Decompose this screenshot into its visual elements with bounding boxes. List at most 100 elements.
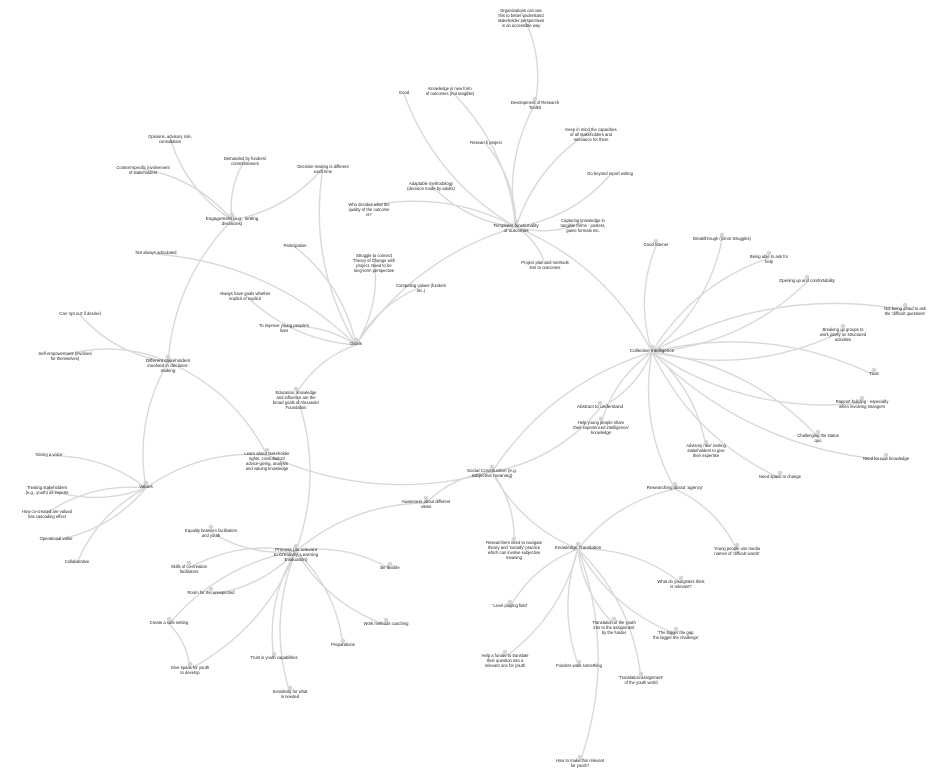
- node-line: by the funder: [602, 630, 627, 635]
- node-line: Funders want something: [556, 663, 603, 668]
- node-line: Opening up and comfortability: [779, 278, 836, 283]
- edge-organizations-development: [520, 11, 539, 105]
- node-line: tangible forms - posters,: [561, 223, 606, 228]
- node-line: relevant one for youth: [485, 663, 526, 668]
- node-collaborative: Collaborative: [65, 559, 90, 564]
- edge-end-dot-self-empowerment-different-stakeholders: [165, 354, 171, 360]
- node-line: Being able to ask for: [750, 254, 789, 259]
- edge-knowledge-translation-what-do: [577, 548, 682, 584]
- edge-collaborative-values: [76, 487, 147, 564]
- node-line: Different stakeholders: [146, 358, 191, 363]
- node-line: lives: [280, 328, 288, 333]
- edge-collective-intelligence-need-new: [651, 351, 887, 461]
- edge-decision-making-engagement: [231, 167, 324, 221]
- node-goals: Goals: [350, 341, 363, 346]
- node-line: Struggle to connect: [356, 253, 393, 258]
- edge-participation-goals: [294, 246, 357, 346]
- edge-end-dot-process-be-flexible: [387, 561, 393, 567]
- node-line: is relevant?: [670, 584, 692, 589]
- edge-template-collective-intelligence: [515, 226, 653, 353]
- node-line: advice-giving, analysis: [246, 461, 288, 466]
- edge-how-different-values: [46, 486, 147, 514]
- node-line: Good: [399, 90, 410, 95]
- edge-competing-goals: [355, 286, 422, 346]
- node-line: Self-empowerment (involved: [38, 351, 92, 356]
- node-line: Help a funder to translate: [481, 653, 529, 658]
- node-line: relevance for them: [574, 137, 609, 142]
- edge-end-dot-collective-intelligence-need-space: [777, 470, 783, 476]
- node-line: Competing values (funders: [396, 283, 446, 288]
- node-line: subjective meaning): [472, 473, 513, 478]
- node-line: Go beyond report writing: [587, 171, 634, 176]
- edge-opinions-engagement: [169, 137, 233, 221]
- node-line: game formats etc.: [566, 228, 600, 233]
- node-line: Sensitivity for what: [273, 689, 309, 694]
- node-participation: Participation: [283, 243, 307, 248]
- edge-end-dot-collective-intelligence-trust-ci: [871, 367, 877, 373]
- edge-collective-intelligence-need-space: [651, 351, 781, 479]
- node-labels: Collective IntelligenceGoalsValuesProces…: [22, 8, 927, 768]
- edge-end-dot-abstract-social-construction: [489, 464, 495, 470]
- node-line: in an accessible way: [502, 23, 541, 28]
- node-line: rights, consultation/: [249, 456, 286, 461]
- node-opinions: Opinions, advisory role,consultation: [148, 134, 192, 144]
- node-line: of outcomes (not tangible): [426, 91, 475, 96]
- node-line: Values: [139, 484, 153, 489]
- node-line: Theory of Change with: [353, 258, 396, 263]
- node-line: this to better understand: [498, 13, 544, 18]
- edge-end-dot-collective-intelligence-challenging: [815, 429, 821, 435]
- edge-who-decides-template: [368, 200, 517, 228]
- edge-end-dot-knowledge-translation-translation-assignment: [638, 671, 644, 677]
- node-line: activities: [835, 337, 851, 342]
- node-line: Young people use media: [714, 546, 761, 551]
- edge-collective-intelligence-rapport: [651, 351, 863, 406]
- edge-end-dot-knowledge-translation-bigger-gap: [673, 626, 679, 632]
- node-line: commissioners: [231, 161, 259, 166]
- node-line: lent to outcomes: [530, 265, 561, 270]
- node-breakthrough: Breakthrough (minor struggles): [693, 236, 751, 241]
- node-line: What do youngsters think: [657, 579, 705, 584]
- edge-process-work-methods: [295, 550, 387, 626]
- node-operational: Operational value: [40, 536, 73, 541]
- node-line: (e.g., youth) as experts: [26, 490, 69, 495]
- edge-collective-intelligence-help-young: [600, 351, 653, 425]
- node-line: Always have goals whether: [220, 291, 271, 296]
- node-line: How co-created are valued: [22, 509, 73, 514]
- node-funders-want: Funders want something: [556, 663, 603, 668]
- node-line: is?: [366, 212, 372, 217]
- edge-go-beyond-template: [515, 174, 611, 228]
- edge-knowledge-translation-translation-assignment: [577, 548, 642, 680]
- node-line: quality of the outcome: [349, 207, 391, 212]
- edge-process-be-flexible: [295, 548, 391, 570]
- edge-end-dot-collective-intelligence-advisory: [703, 439, 709, 445]
- node-line: each time: [314, 169, 333, 174]
- edge-end-dot-improve-goals: [353, 337, 359, 343]
- edge-end-dot-collective-intelligence-need-new: [883, 452, 889, 458]
- node-line: views: [421, 504, 431, 509]
- node-line: Not always articulated: [136, 250, 178, 255]
- node-line: the bigger the challenge': [653, 635, 699, 640]
- node-line: Toolkit: [529, 105, 542, 110]
- node-line: broad goals of Alexander: [273, 400, 320, 405]
- edge-end-dot-collective-intelligence-rapport: [859, 395, 865, 401]
- edge-end-dot-collective-intelligence-being-able: [766, 250, 772, 256]
- node-giving-choice: 'Giving a voice': [35, 452, 63, 457]
- node-line: Awareness about different: [402, 499, 451, 504]
- edge-different-stakeholders-learn-about: [167, 361, 268, 456]
- node-need-new: Need for new knowledge: [863, 456, 910, 461]
- node-line: of stakeholders: [129, 170, 157, 175]
- node-not-articulated: Not always articulated: [136, 250, 178, 255]
- edge-social-construction-collective-intelligence: [491, 351, 653, 473]
- node-line: Preparations: [331, 642, 355, 647]
- edges: [46, 11, 908, 763]
